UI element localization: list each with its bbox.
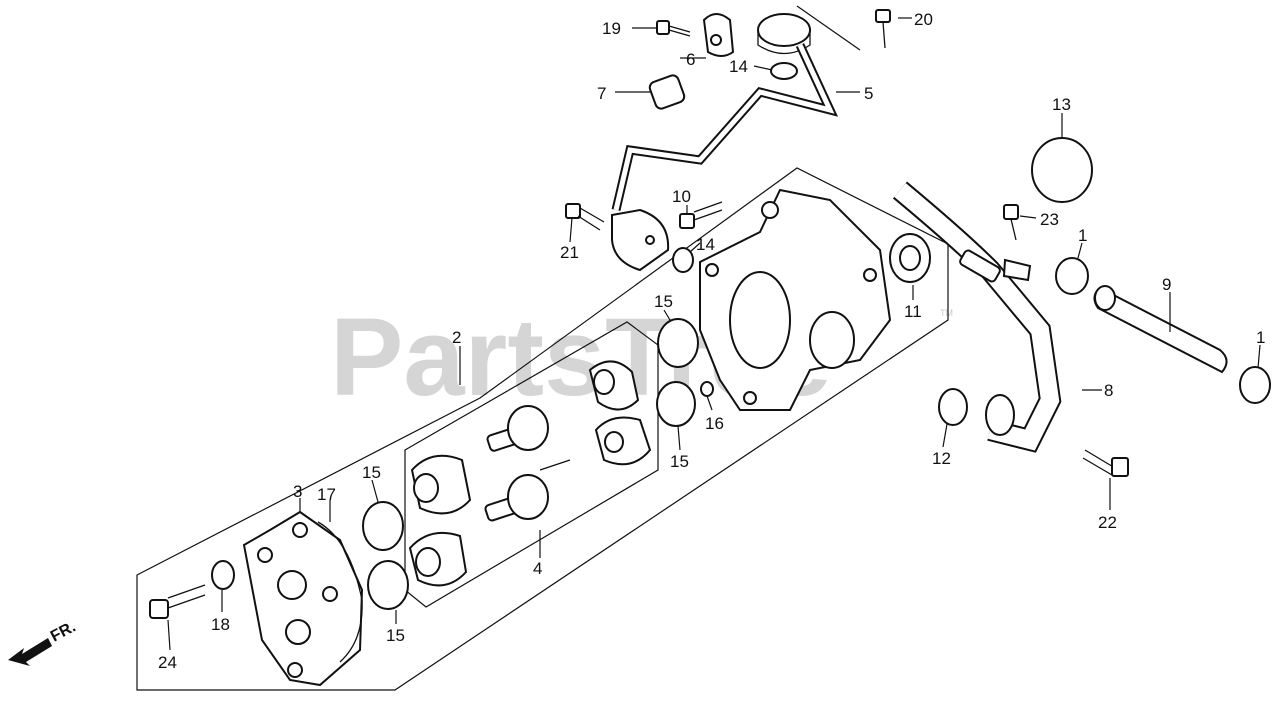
bolt-19[interactable] <box>656 20 691 37</box>
oil-seal-11[interactable] <box>889 233 931 283</box>
part-labels: 19 20 6 14 7 5 13 10 14 21 23 1 9 1 11 2… <box>158 10 1265 672</box>
label-18: 18 <box>211 615 230 634</box>
label-14-lower: 14 <box>696 235 715 254</box>
label-11: 11 <box>904 302 922 321</box>
hose-clamp-1-lower[interactable] <box>1239 366 1271 404</box>
label-9: 9 <box>1162 275 1171 294</box>
pipe-frame-line <box>796 5 861 51</box>
pump-body[interactable] <box>699 188 892 411</box>
label-24: 24 <box>158 653 177 672</box>
label-4: 4 <box>533 559 542 578</box>
bolt-22[interactable] <box>1082 449 1129 477</box>
o-ring-14-lower[interactable] <box>672 247 694 273</box>
o-ring-15-d[interactable] <box>367 560 409 610</box>
label-1-upper: 1 <box>1078 226 1087 245</box>
bolt-20[interactable] <box>875 9 891 49</box>
pump-assembly-frame <box>136 167 949 691</box>
bolt-21[interactable] <box>565 203 605 231</box>
watermark-tm: TM <box>940 308 953 318</box>
label-16: 16 <box>705 414 724 433</box>
label-7: 7 <box>597 84 606 103</box>
label-10: 10 <box>672 187 691 206</box>
clamp-6[interactable] <box>702 13 735 57</box>
washer-18[interactable] <box>211 560 235 590</box>
label-22: 22 <box>1098 513 1117 532</box>
bolt-23[interactable] <box>1003 204 1019 241</box>
label-21: 21 <box>560 243 579 262</box>
label-13: 13 <box>1052 95 1071 114</box>
label-14-upper: 14 <box>729 57 748 76</box>
o-ring-15-c[interactable] <box>362 501 404 551</box>
sleeve-7[interactable] <box>648 74 686 111</box>
pump-cover-3[interactable] <box>242 510 364 687</box>
label-19: 19 <box>602 19 621 38</box>
front-direction-arrow: FR. <box>8 618 79 666</box>
hose-8[interactable] <box>892 181 1062 453</box>
label-2: 2 <box>452 328 461 347</box>
label-12: 12 <box>932 449 951 468</box>
label-8: 8 <box>1104 381 1113 400</box>
front-direction-label: FR. <box>48 618 79 645</box>
label-15-d: 15 <box>386 626 405 645</box>
label-6: 6 <box>686 50 695 69</box>
gasket-17[interactable] <box>317 521 363 663</box>
gear-set-4[interactable] <box>408 360 652 587</box>
o-ring-14-upper[interactable] <box>770 62 798 80</box>
o-ring-13[interactable] <box>1031 137 1093 203</box>
label-1-lower: 1 <box>1256 328 1265 347</box>
hose-clamp-1-upper[interactable] <box>1055 257 1089 295</box>
label-20: 20 <box>914 10 933 29</box>
label-15-b: 15 <box>670 452 689 471</box>
oil-pipe-5[interactable] <box>611 13 839 272</box>
bolt-24[interactable] <box>149 584 206 619</box>
label-23: 23 <box>1040 210 1059 229</box>
label-5: 5 <box>864 84 873 103</box>
o-ring-15-b[interactable] <box>656 381 696 427</box>
label-17: 17 <box>317 485 336 504</box>
hose-9[interactable] <box>1093 285 1228 374</box>
label-15-a: 15 <box>654 292 673 311</box>
leader-lines <box>167 17 1261 651</box>
o-ring-15-a[interactable] <box>657 318 699 368</box>
label-15-c: 15 <box>362 463 381 482</box>
o-ring-12[interactable] <box>938 388 968 426</box>
label-3: 3 <box>293 482 302 501</box>
dowel-16[interactable] <box>700 381 714 397</box>
